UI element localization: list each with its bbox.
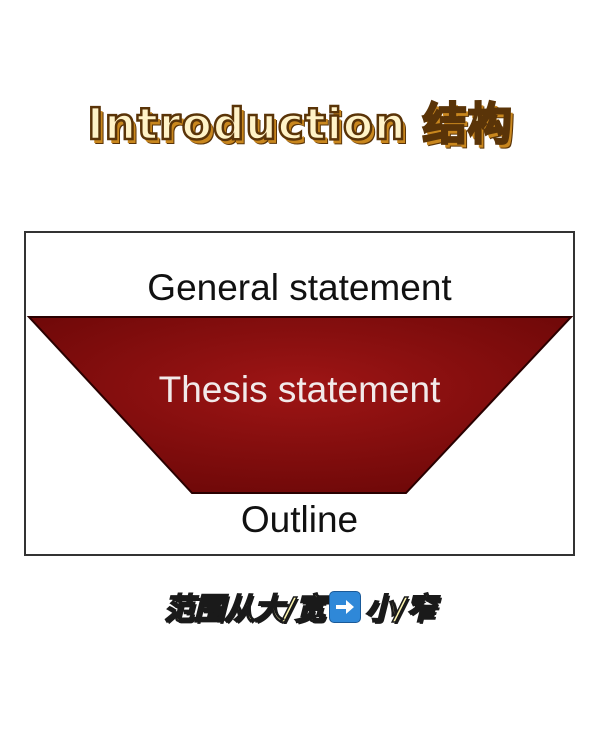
- general-statement-label: General statement: [147, 267, 452, 308]
- right-arrow-icon: [329, 591, 361, 623]
- caption-before: 范围从大/宽: [163, 591, 325, 628]
- funnel-diagram: General statement Thesis statement Outli…: [24, 231, 575, 556]
- funnel-graphic: [26, 316, 573, 494]
- thesis-statement-label: Thesis statement: [158, 369, 441, 410]
- funnel-shape: [26, 316, 573, 494]
- page-title: Introduction 结构: [86, 98, 513, 152]
- caption-after: 小/窄: [364, 591, 436, 628]
- caption: 范围从大/宽 小/窄: [0, 584, 600, 628]
- outline-label: Outline: [240, 499, 359, 540]
